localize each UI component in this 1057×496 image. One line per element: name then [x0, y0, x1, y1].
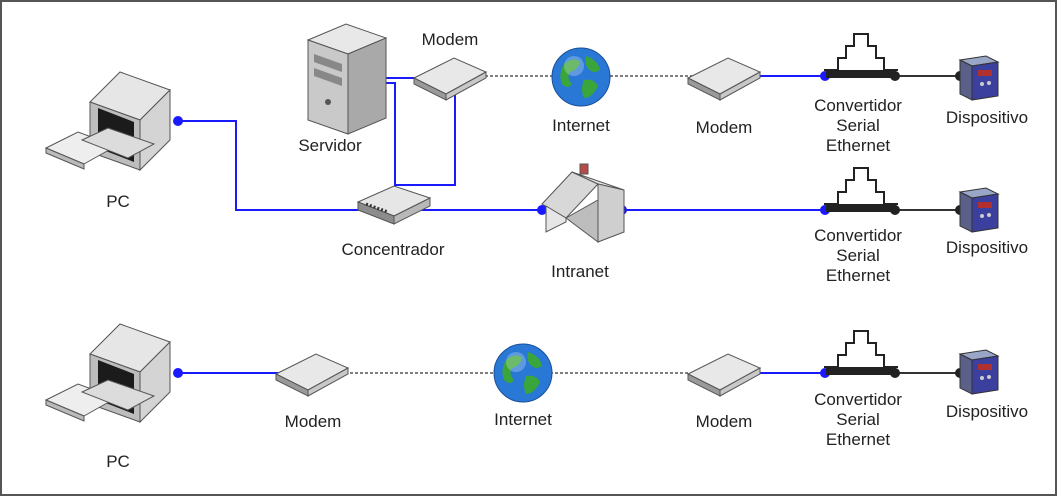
internet-label: Internet — [494, 410, 552, 429]
dispositivo-label: Dispositivo — [945, 238, 1029, 257]
pc-label: PC — [106, 452, 130, 471]
pc-icon — [44, 71, 171, 172]
globe-icon — [551, 47, 611, 107]
convertidor-label: Convertidor Serial Ethernet — [814, 390, 902, 449]
server-icon — [306, 23, 388, 135]
link-concentrador-modem — [395, 83, 456, 186]
device-icon — [958, 349, 1000, 395]
convertidor-label: Convertidor Serial Ethernet — [814, 226, 902, 285]
pc-icon — [44, 323, 171, 424]
modem-label: Modem — [695, 412, 753, 431]
converter-icon — [824, 167, 898, 212]
modem-icon — [686, 353, 762, 397]
modem-label: Modem — [421, 30, 479, 49]
modem-icon — [412, 57, 488, 101]
modem-label: Modem — [695, 118, 753, 137]
device-icon — [958, 187, 1000, 233]
hub-icon — [356, 185, 432, 225]
house-icon — [541, 163, 625, 243]
modem-label: Modem — [284, 412, 342, 431]
internet-label: Internet — [552, 116, 610, 135]
convertidor-label: Convertidor Serial Ethernet — [814, 96, 902, 155]
link-pc1-concentrador — [178, 120, 395, 211]
converter-icon — [824, 330, 898, 375]
converter-icon — [824, 33, 898, 78]
concentrador-label: Concentrador — [341, 240, 445, 259]
globe-icon — [493, 343, 553, 403]
dispositivo-label: Dispositivo — [945, 402, 1029, 421]
servidor-label: Servidor — [298, 136, 362, 155]
intranet-label: Intranet — [551, 262, 609, 281]
pc-label: PC — [106, 192, 130, 211]
modem-icon — [686, 57, 762, 101]
modem-icon — [274, 353, 350, 397]
dispositivo-label: Dispositivo — [945, 108, 1029, 127]
device-icon — [958, 55, 1000, 101]
